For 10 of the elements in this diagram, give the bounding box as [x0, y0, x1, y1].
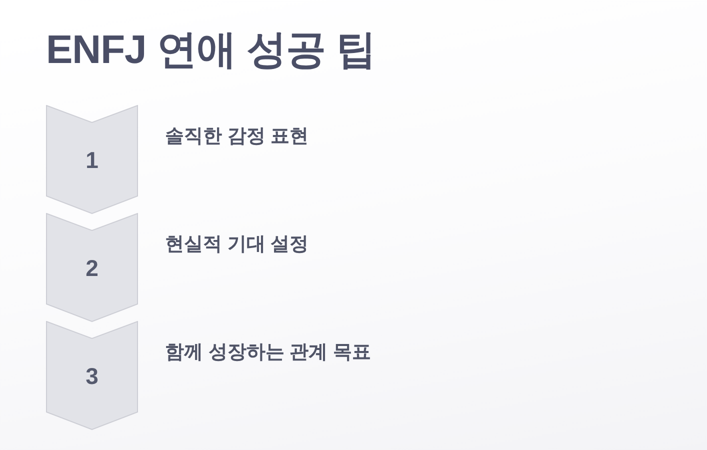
step-number: 3 [86, 362, 98, 390]
step-text: 함께 성장하는 관계 목표 [165, 341, 371, 365]
title: ENFJ 연애 성공 팁 [46, 27, 376, 74]
step-number: 1 [86, 146, 98, 174]
chevron-step [46, 105, 138, 214]
step-text: 현실적 기대 설정 [165, 233, 309, 257]
step-number: 2 [86, 254, 98, 282]
chevron-step [46, 321, 138, 430]
step-text: 솔직한 감정 표현 [165, 125, 309, 149]
chevron-step [46, 213, 138, 322]
